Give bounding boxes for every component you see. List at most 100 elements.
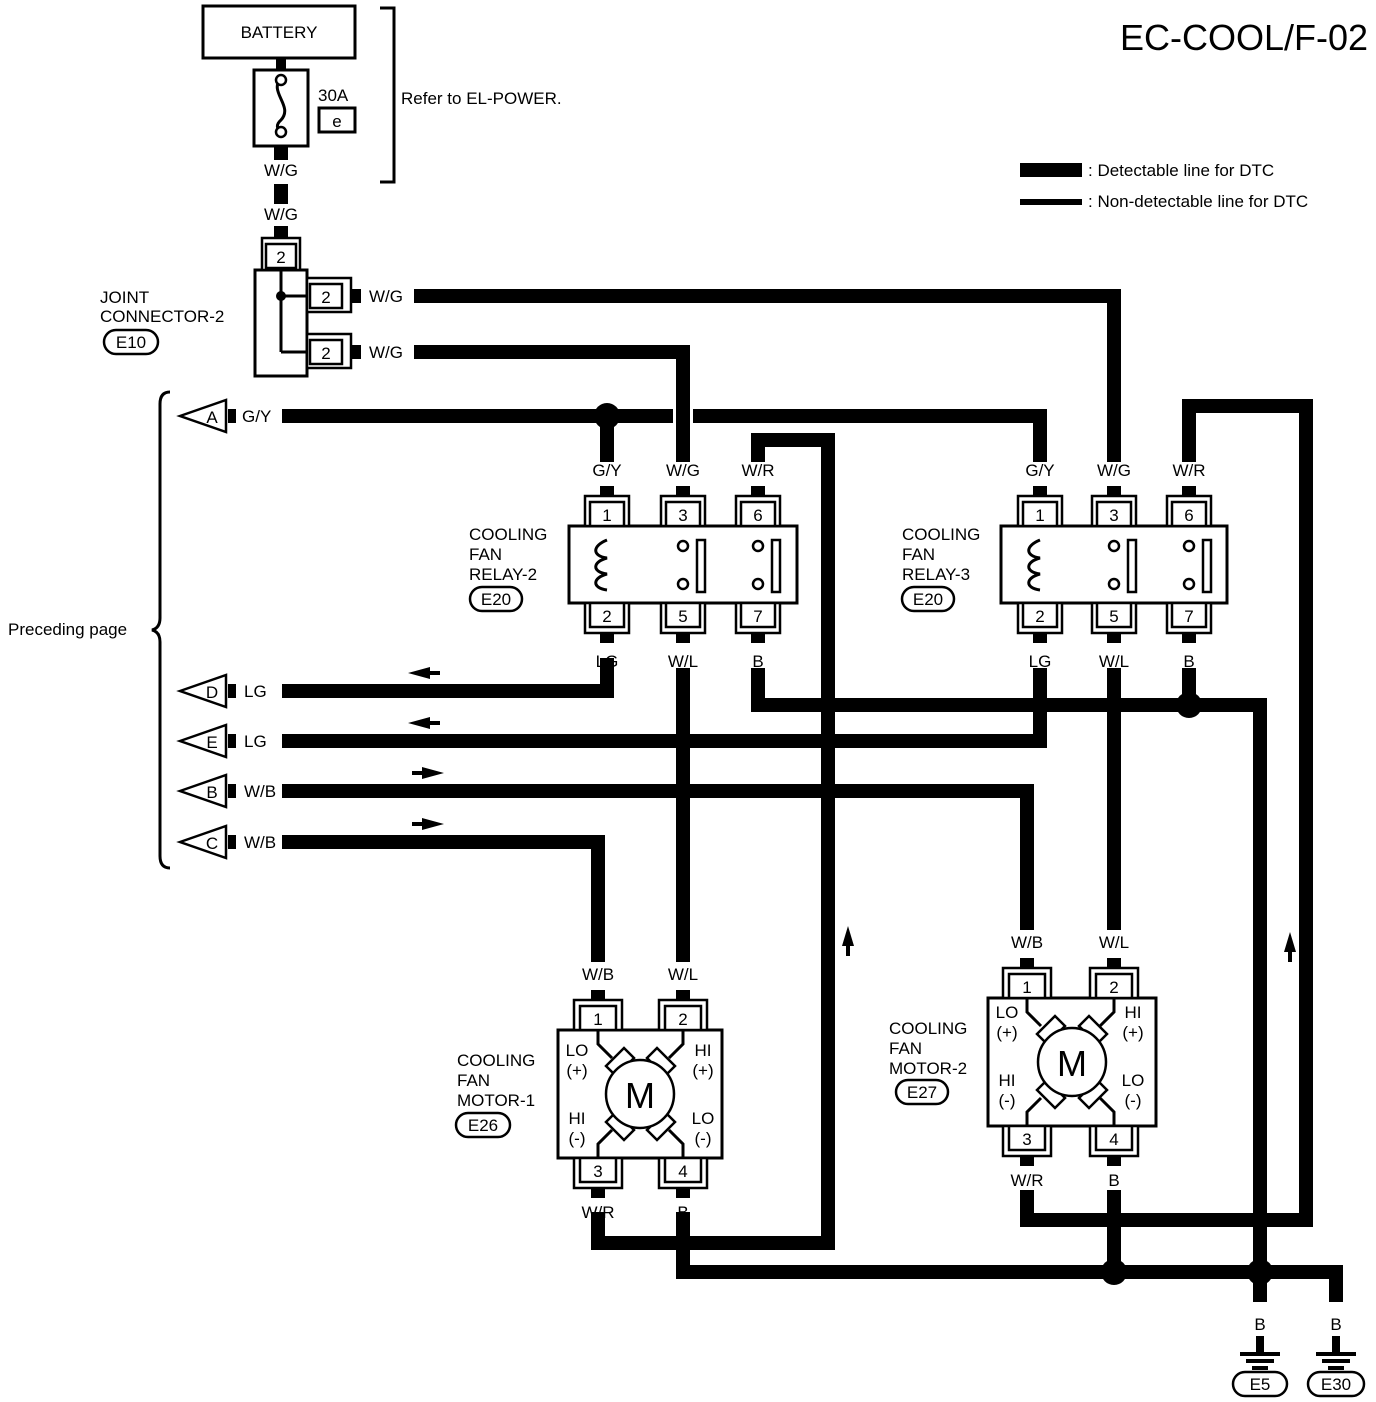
joint-connector-id: E10 — [116, 333, 146, 352]
svg-text:COOLING: COOLING — [889, 1019, 967, 1038]
wire-gy-relay3 — [607, 409, 1047, 462]
battery-section: BATTERY 30A e Refer to EL-POWER. W/G W/G — [201, 4, 562, 238]
splice-b-motor2 — [1101, 1259, 1127, 1285]
svg-text:3: 3 — [678, 506, 687, 525]
svg-text:FAN: FAN — [902, 545, 935, 564]
joint-connector-label-2: CONNECTOR-2 — [100, 307, 224, 326]
cooling-fan-relay-3: 1 3 6 2 5 7 G/Y W/G W/R LG W/L B — [900, 461, 1229, 671]
svg-text:(+): (+) — [566, 1061, 587, 1080]
svg-text:M: M — [1057, 1043, 1087, 1084]
svg-text:2: 2 — [321, 344, 330, 363]
motor-1-icon — [604, 1058, 676, 1130]
connector-D: D LG — [176, 673, 267, 709]
wire-wr-relay2-motor1 — [591, 433, 835, 1250]
wires — [282, 289, 1343, 1302]
svg-text:W/L: W/L — [668, 652, 698, 671]
svg-text:6: 6 — [1184, 506, 1193, 525]
relay-3-coil-icon — [1027, 538, 1041, 592]
svg-text:FAN: FAN — [889, 1039, 922, 1058]
motor-1-connector-id: E26 — [468, 1116, 498, 1135]
svg-text:B: B — [752, 652, 763, 671]
svg-text:4: 4 — [678, 1162, 687, 1181]
svg-text:2: 2 — [678, 1010, 687, 1029]
svg-text:E: E — [206, 733, 217, 752]
preceding-page-label: Preceding page — [8, 620, 127, 639]
connector-A: A G/Y — [176, 398, 271, 434]
svg-text:(+): (+) — [692, 1061, 713, 1080]
svg-text:5: 5 — [678, 607, 687, 626]
svg-text:LG: LG — [1029, 652, 1052, 671]
svg-text:G/Y: G/Y — [1025, 461, 1054, 480]
svg-text:LO: LO — [996, 1003, 1019, 1022]
battery-label: BATTERY — [241, 23, 318, 42]
relay-2-connector-id: E20 — [481, 590, 511, 609]
relay-3-bottom-pins: 2 5 7 — [1016, 601, 1213, 643]
cooling-fan-relay-2: 1 3 6 2 5 7 G/Y W/G W/R LG — [468, 461, 799, 671]
splice-b-ground — [1247, 1259, 1273, 1285]
svg-text:7: 7 — [1184, 607, 1193, 626]
relay-2-top-pins: 1 3 6 — [583, 486, 782, 528]
svg-text:1: 1 — [1022, 978, 1031, 997]
svg-text:1: 1 — [593, 1010, 602, 1029]
connector-C: C W/B — [176, 824, 276, 860]
ground-e5-id: E5 — [1250, 1375, 1271, 1394]
wire-gy-relay2 — [282, 409, 614, 462]
svg-text:W/B: W/B — [582, 965, 614, 984]
svg-text:RELAY-2: RELAY-2 — [469, 565, 537, 584]
svg-text:A: A — [206, 408, 218, 427]
wire-lg-d — [282, 658, 614, 698]
svg-text:COOLING: COOLING — [457, 1051, 535, 1070]
refer-note: Refer to EL-POWER. — [401, 89, 562, 108]
fuse-id: e — [332, 112, 341, 131]
svg-text:(-): (-) — [569, 1129, 586, 1148]
motor-2-connector-id: E27 — [907, 1083, 937, 1102]
relay-3-top-pins: 1 3 6 — [1016, 486, 1213, 528]
svg-text:3: 3 — [1022, 1130, 1031, 1149]
svg-text:(+): (+) — [1122, 1023, 1143, 1042]
svg-text:LO: LO — [692, 1109, 715, 1128]
svg-text:W/R: W/R — [741, 461, 774, 480]
wire-lg-e — [282, 668, 1047, 748]
svg-text:W/B: W/B — [244, 782, 276, 801]
svg-text:HI: HI — [695, 1041, 712, 1060]
ground-e30: B E30 — [1306, 1315, 1366, 1398]
svg-text:W/R: W/R — [1010, 1171, 1043, 1190]
svg-text:B: B — [1254, 1315, 1265, 1334]
svg-text:FAN: FAN — [457, 1071, 490, 1090]
svg-text:4: 4 — [1109, 1130, 1118, 1149]
svg-text:W/L: W/L — [1099, 652, 1129, 671]
arrow-up-motor1 — [842, 926, 854, 956]
svg-text:W/R: W/R — [581, 1203, 614, 1222]
svg-text:2: 2 — [1035, 607, 1044, 626]
relay-2-bottom-pins: 2 5 7 — [583, 601, 782, 643]
legend: : Detectable line for DTC : Non-detectab… — [1020, 161, 1308, 211]
svg-text:B: B — [1330, 1315, 1341, 1334]
svg-text:M: M — [625, 1075, 655, 1116]
svg-text:W/R: W/R — [1172, 461, 1205, 480]
svg-text:3: 3 — [1109, 506, 1118, 525]
connector-B: B W/B — [176, 773, 276, 809]
svg-text:(-): (-) — [695, 1129, 712, 1148]
relay-3-connector-id: E20 — [913, 590, 943, 609]
svg-text:RELAY-3: RELAY-3 — [902, 565, 970, 584]
ground-e5: B E5 — [1231, 1315, 1289, 1398]
wire-label-battery-wg: W/G — [264, 161, 298, 180]
wire-wg-relay2 — [414, 345, 690, 462]
motor-1-bottom-pins: 3 4 — [572, 1156, 709, 1198]
svg-text:W/L: W/L — [1099, 933, 1129, 952]
svg-text:2: 2 — [276, 248, 285, 267]
motor-2-top-pins: 1 2 — [1001, 958, 1140, 1000]
svg-text:B: B — [1108, 1171, 1119, 1190]
svg-text:COOLING: COOLING — [902, 525, 980, 544]
svg-text:G/Y: G/Y — [592, 461, 621, 480]
svg-text:7: 7 — [753, 607, 762, 626]
arrow-left-d — [408, 667, 440, 679]
arrow-left-e — [408, 717, 440, 729]
note-bracket — [380, 6, 396, 184]
wire-label-joint-out2: W/G — [369, 343, 403, 362]
wire-wb-motor1 — [282, 835, 605, 962]
svg-text:(+): (+) — [996, 1023, 1017, 1042]
splice-gy — [594, 403, 620, 429]
svg-text:W/G: W/G — [666, 461, 700, 480]
